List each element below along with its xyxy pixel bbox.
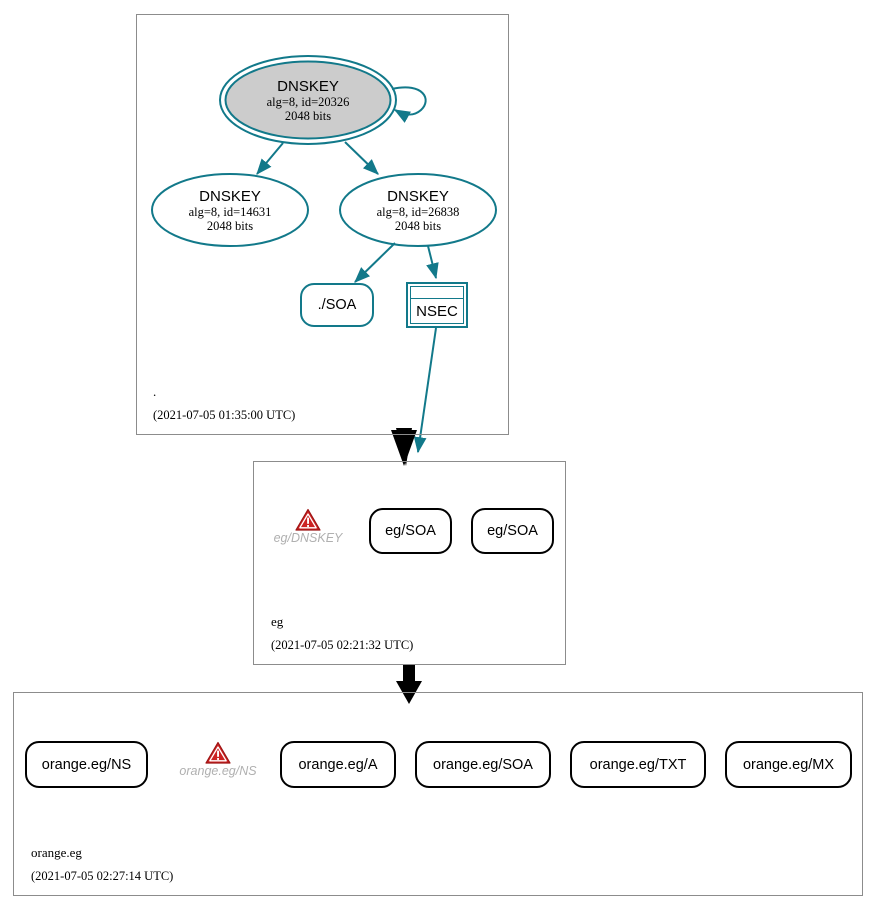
edge-zsk-26838-to-soa bbox=[354, 242, 396, 283]
node-root-soa[interactable]: ./SOA bbox=[300, 283, 374, 327]
node-dnskey-zsk-14631[interactable] bbox=[151, 173, 309, 247]
warning-triangle-icon bbox=[205, 741, 231, 764]
eg-dnskey-warning-label: eg/DNSKEY bbox=[273, 531, 343, 545]
orange-eg-ns-warning-label: orange.eg/NS bbox=[179, 764, 257, 778]
edge-ksk-to-zsk-14631 bbox=[256, 142, 284, 175]
zone-timestamp-root: (2021-07-05 01:35:00 UTC) bbox=[153, 408, 296, 422]
nsec-top-compartment bbox=[411, 287, 463, 299]
zone-name-orange-eg: orange.eg bbox=[31, 845, 82, 860]
node-orange-eg-ns-warning[interactable]: orange.eg/NS bbox=[170, 741, 266, 789]
zone-name-eg: eg bbox=[271, 614, 284, 629]
zone-timestamp-orange-eg: (2021-07-05 02:27:14 UTC) bbox=[31, 869, 174, 883]
edge-ksk-self-signature bbox=[391, 86, 427, 123]
node-orange-eg-soa[interactable]: orange.eg/SOA bbox=[415, 741, 551, 788]
nsec-inner-frame: NSEC bbox=[410, 286, 464, 324]
zone-timestamp-eg: (2021-07-05 02:21:32 UTC) bbox=[271, 638, 414, 652]
node-orange-eg-ns[interactable]: orange.eg/NS bbox=[25, 741, 148, 788]
zone-cluster-eg bbox=[253, 461, 566, 665]
node-orange-eg-a[interactable]: orange.eg/A bbox=[280, 741, 396, 788]
node-dnskey-ksk-20326[interactable] bbox=[219, 55, 397, 145]
node-orange-eg-txt[interactable]: orange.eg/TXT bbox=[570, 741, 706, 788]
warning-triangle-icon bbox=[295, 508, 321, 531]
zone-name-root: . bbox=[153, 384, 157, 399]
node-root-nsec[interactable]: NSEC bbox=[406, 282, 468, 328]
node-eg-soa-1[interactable]: eg/SOA bbox=[369, 508, 452, 554]
node-dnskey-zsk-26838[interactable] bbox=[339, 173, 497, 247]
zone-cluster-orange-eg bbox=[13, 692, 863, 896]
nsec-label: NSEC bbox=[416, 302, 458, 320]
node-orange-eg-mx[interactable]: orange.eg/MX bbox=[725, 741, 852, 788]
edge-ksk-to-zsk-26838 bbox=[344, 141, 379, 175]
zone-cluster-root bbox=[136, 14, 509, 435]
edge-nsec-to-eg-zone bbox=[413, 327, 437, 454]
delegation-arrow-root-to-eg bbox=[391, 428, 417, 466]
edge-zsk-26838-to-nsec bbox=[426, 245, 439, 280]
node-eg-dnskey-warning[interactable]: eg/DNSKEY bbox=[266, 508, 350, 556]
node-eg-soa-2[interactable]: eg/SOA bbox=[471, 508, 554, 554]
